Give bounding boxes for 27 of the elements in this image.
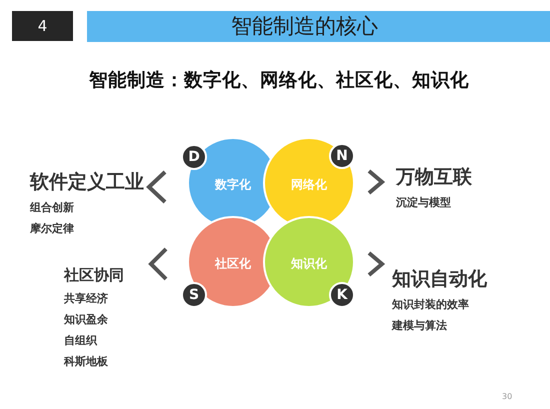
subtitle: 智能制造：数字化、网络化、社区化、知识化	[89, 69, 469, 92]
circle-label: 社区化	[215, 256, 251, 272]
subtopic-text: 自组织	[64, 333, 97, 349]
topic-heading: 知识自动化	[392, 267, 487, 292]
letter-badge: S	[181, 282, 207, 308]
letter-badge: D	[181, 144, 207, 170]
subtopic-text: 沉淀与模型	[396, 195, 451, 211]
chevron-arrow	[368, 169, 386, 195]
circle-label: 知识化	[291, 256, 327, 272]
subtopic-text: 科斯地板	[64, 354, 108, 370]
topic-heading: 软件定义工业	[30, 170, 144, 195]
circle-label: 数字化	[215, 178, 251, 193]
subtopic-text: 知识封装的效率	[392, 297, 469, 313]
topic-heading: 万物互联	[396, 165, 472, 190]
chevron-arrow	[368, 251, 386, 277]
slide-title: 智能制造的核心	[231, 14, 378, 39]
subtopic-text: 建模与算法	[392, 318, 447, 334]
page-number: 30	[502, 391, 512, 402]
chevron-arrow	[148, 248, 168, 280]
circle-label: 网络化	[291, 178, 327, 193]
subtopic-text: 知识盈余	[64, 312, 108, 328]
subtopic-text: 摩尔定律	[30, 221, 74, 237]
subtopic-text: 共享经济	[64, 291, 108, 307]
topic-heading: 社区协同	[64, 265, 124, 286]
subtopic-text: 组合创新	[30, 200, 74, 216]
chevron-arrow	[146, 170, 166, 204]
section-number: 4	[12, 11, 73, 41]
